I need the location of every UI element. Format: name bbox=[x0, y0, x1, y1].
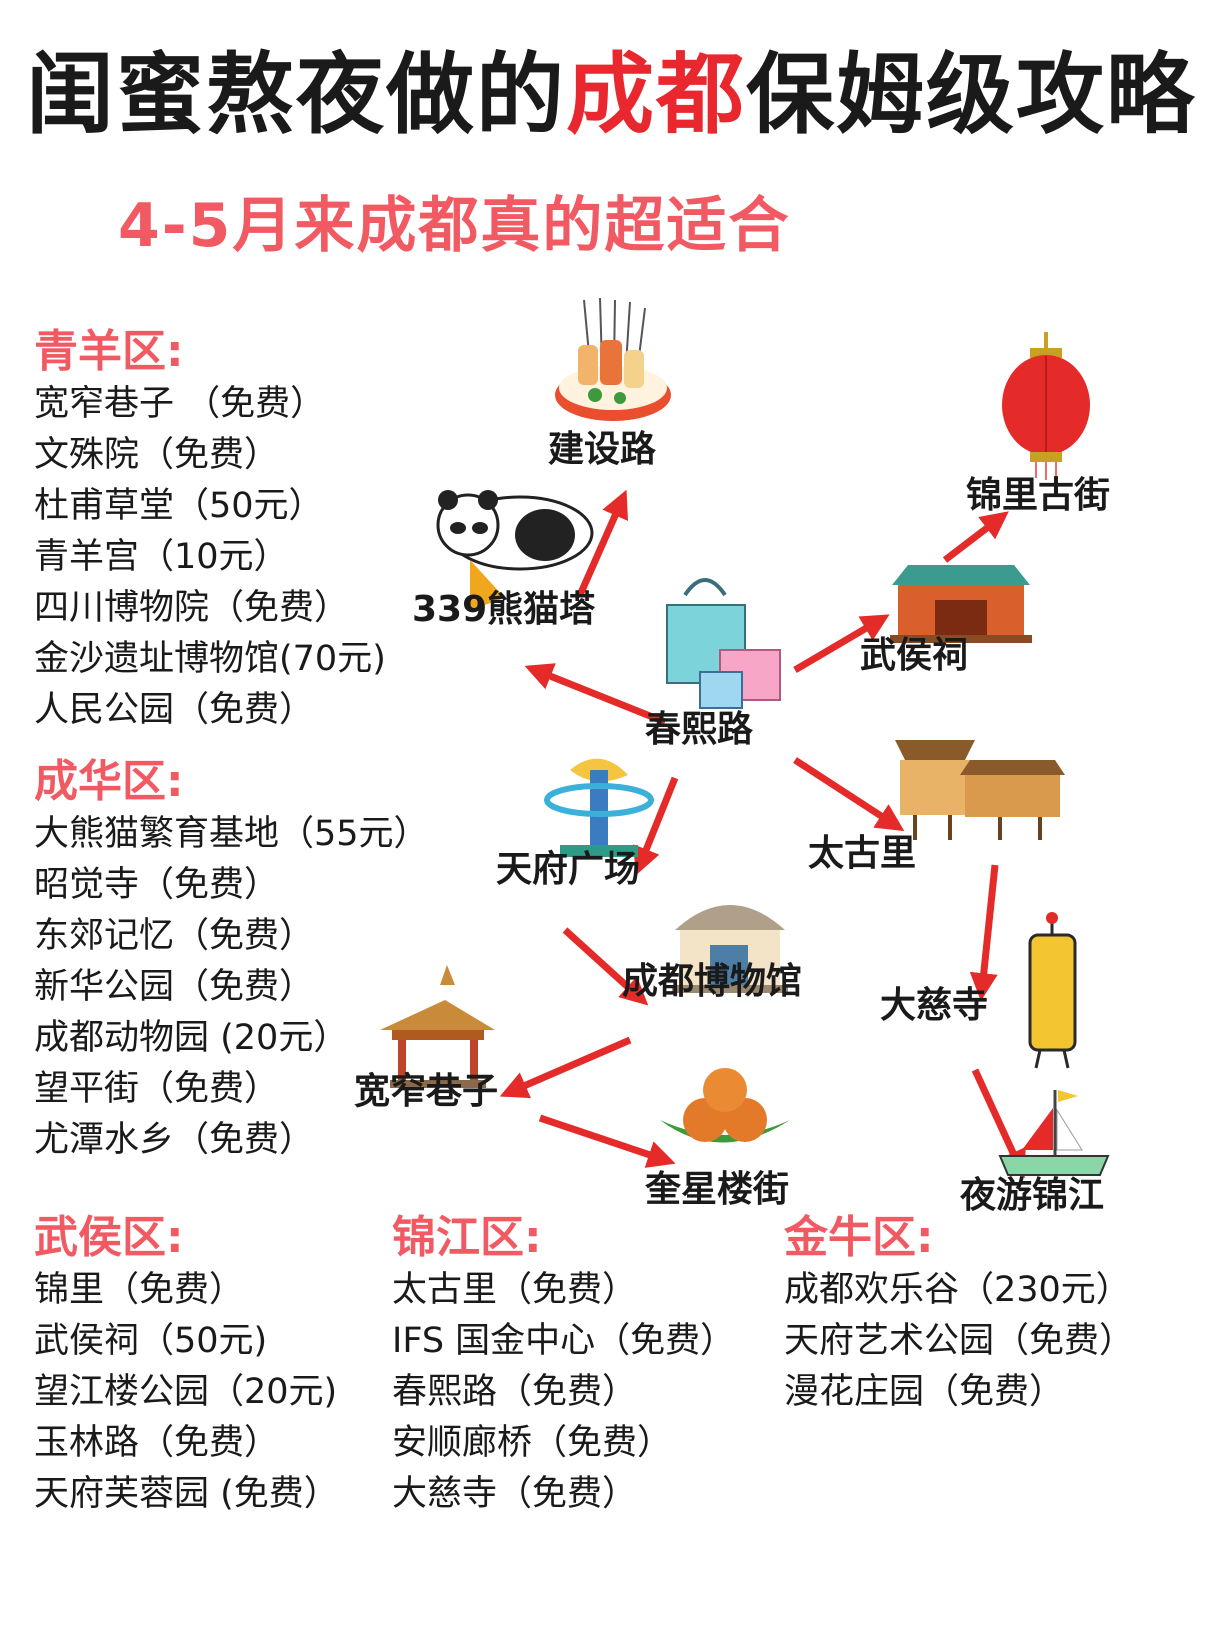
attraction-item: 玉林路（免费） bbox=[34, 1422, 280, 1463]
attraction-item: 成都动物园 (20元） bbox=[34, 1017, 349, 1058]
title-part-1: 闺蜜熬夜做的 bbox=[25, 43, 566, 146]
district-heading: 金牛区: bbox=[784, 1212, 934, 1263]
district-jinjiang: 锦江区: 太古里（免费） IFS 国金中心（免费） 春熙路（免费） 安顺廊桥（免费） 大… bbox=[392, 1212, 735, 1520]
attraction-item: 武侯祠（50元) bbox=[34, 1320, 268, 1361]
node-wuhouci: 武侯祠 bbox=[860, 635, 969, 676]
attraction-item: 杜甫草堂（50元） bbox=[34, 485, 324, 526]
attraction-item: 太古里（免费） bbox=[392, 1269, 638, 1310]
attraction-item: 金沙遗址博物馆(70元) bbox=[34, 638, 386, 679]
attraction-item: 新华公园（免费） bbox=[34, 966, 315, 1007]
pavilion-icon bbox=[380, 965, 495, 1088]
arrow-to-taikooli bbox=[793, 757, 905, 832]
district-heading: 武侯区: bbox=[34, 1212, 184, 1263]
node-jinjiang-night: 夜游锦江 bbox=[960, 1175, 1105, 1216]
lantern-icon bbox=[1002, 332, 1090, 480]
arrow-to-jinjiang-night bbox=[971, 1068, 1026, 1179]
arrow-to-tianfu bbox=[633, 776, 679, 876]
district-wuhou: 武侯区: 锦里（免费） 武侯祠（50元) 望江楼公园（20元) 玉林路（免费） 天府芙蓉… bbox=[34, 1212, 339, 1520]
title-part-2: 保姆级攻略 bbox=[746, 43, 1197, 146]
arrow-to-wuhouci bbox=[793, 614, 890, 674]
taikooli-building-icon bbox=[895, 740, 1065, 840]
node-panda-tower: 339熊猫塔 bbox=[412, 589, 596, 630]
attraction-item: 漫花庄园（免费） bbox=[784, 1371, 1065, 1412]
node-taikooli: 太古里 bbox=[808, 833, 917, 874]
shopping-bag-icon bbox=[666, 578, 781, 709]
attraction-item: 安顺廊桥（免费） bbox=[392, 1422, 673, 1463]
panda-icon bbox=[436, 490, 594, 610]
arrow-to-daci bbox=[969, 864, 999, 1002]
node-jiansheylu: 建设路 bbox=[548, 429, 657, 470]
attraction-item: 大熊猫繁育基地（55元） bbox=[34, 813, 429, 854]
attraction-item: 成都欢乐谷（230元） bbox=[784, 1269, 1131, 1310]
sailboat-icon bbox=[998, 1090, 1110, 1176]
attraction-list: 成都欢乐谷（230元） 天府艺术公园（免费） 漫花庄园（免费） bbox=[784, 1265, 1134, 1418]
attraction-item: 四川博物院（免费） bbox=[34, 587, 350, 628]
district-heading: 青羊区: bbox=[34, 326, 184, 377]
arrow-to-jinli bbox=[942, 511, 1009, 563]
arrow-to-kuanzhai bbox=[499, 1036, 632, 1099]
fountain-icon bbox=[544, 758, 654, 857]
attraction-item: 锦里（免费） bbox=[34, 1269, 245, 1310]
sweet-dumplings-icon bbox=[660, 1068, 790, 1143]
arrow-to-museum bbox=[562, 927, 649, 1006]
attraction-item: 宽窄巷子 （免费） bbox=[34, 383, 326, 424]
arrow-to-jiansheylu bbox=[576, 489, 629, 597]
node-chunxilu: 春熙路 bbox=[645, 709, 754, 750]
attraction-item: 天府艺术公园（免费） bbox=[784, 1320, 1135, 1361]
attraction-item: 望江楼公园（20元) bbox=[34, 1371, 338, 1412]
attraction-item: 尤潭水乡（免费） bbox=[34, 1119, 315, 1160]
district-jinniu: 金牛区: 成都欢乐谷（230元） 天府艺术公园（免费） 漫花庄园（免费） bbox=[784, 1212, 1134, 1418]
node-jinli: 锦里古街 bbox=[966, 475, 1111, 516]
node-kuanzhai: 宽窄巷子 bbox=[354, 1071, 499, 1112]
district-heading: 锦江区: bbox=[392, 1212, 542, 1263]
page-title: 闺蜜熬夜做的成都保姆级攻略 bbox=[0, 40, 1222, 150]
district-chenghua: 成华区: 大熊猫繁育基地（55元） 昭觉寺（免费） 东郊记忆（免费） 新华公园（免费）… bbox=[34, 756, 429, 1166]
attraction-item: 东郊记忆（免费） bbox=[34, 915, 315, 956]
attraction-item: 青羊宫（10元） bbox=[34, 536, 289, 577]
attraction-item: 昭觉寺（免费） bbox=[34, 864, 280, 905]
title-highlight: 成都 bbox=[565, 43, 746, 146]
attraction-item: 望平街（免费） bbox=[34, 1068, 280, 1109]
attraction-item: 天府芙蓉园 (免费） bbox=[34, 1473, 339, 1514]
attraction-item: 人民公园（免费） bbox=[34, 689, 315, 730]
arrow-to-kuixing bbox=[538, 1114, 676, 1168]
page-subtitle: 4-5月来成都真的超适合 bbox=[118, 191, 791, 261]
attraction-list: 宽窄巷子 （免费） 文殊院（免费） 杜甫草堂（50元） 青羊宫（10元） 四川博物院（免… bbox=[34, 379, 386, 736]
attraction-item: 文殊院（免费） bbox=[34, 434, 280, 475]
node-kuixing: 奎星楼街 bbox=[645, 1169, 790, 1210]
district-heading: 成华区: bbox=[34, 756, 184, 807]
attraction-item: 春熙路（免费） bbox=[392, 1371, 638, 1412]
skewer-icon bbox=[555, 297, 671, 421]
attraction-list: 大熊猫繁育基地（55元） 昭觉寺（免费） 东郊记忆（免费） 新华公园（免费） 成都动物园… bbox=[34, 809, 429, 1166]
attraction-item: 大慈寺（免费） bbox=[392, 1473, 638, 1514]
attraction-list: 锦里（免费） 武侯祠（50元) 望江楼公园（20元) 玉林路（免费） 天府芙蓉园 (免费… bbox=[34, 1265, 339, 1520]
route-arrows bbox=[499, 489, 1026, 1179]
arrow-to-panda-tower bbox=[524, 663, 667, 726]
node-museum: 成都博物馆 bbox=[622, 961, 803, 1002]
district-qingyang: 青羊区: 宽窄巷子 （免费） 文殊院（免费） 杜甫草堂（50元） 青羊宫（10元） 四川… bbox=[34, 326, 386, 736]
node-tianfu: 天府广场 bbox=[496, 849, 641, 890]
attraction-item: IFS 国金中心（免费） bbox=[392, 1320, 736, 1361]
temple-sign-icon bbox=[1028, 912, 1077, 1069]
attraction-list: 太古里（免费） IFS 国金中心（免费） 春熙路（免费） 安顺廊桥（免费） 大慈寺（免费… bbox=[392, 1265, 735, 1520]
temple-building-icon bbox=[890, 565, 1032, 643]
museum-icon bbox=[672, 905, 788, 993]
node-daci: 大慈寺 bbox=[880, 985, 989, 1026]
